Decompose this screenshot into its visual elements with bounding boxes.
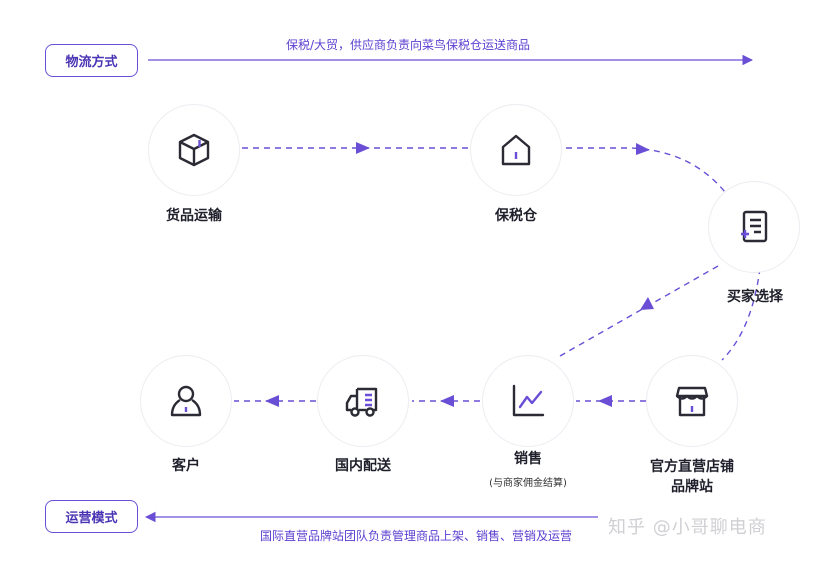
box-icon (178, 133, 210, 167)
bonded-warehouse-label: 保税仓 (495, 208, 537, 224)
truck-icon (345, 387, 378, 417)
arrowhead-store-sales (598, 395, 612, 407)
goods-transport-node (148, 104, 240, 196)
arrowhead-delivery-customer (265, 395, 279, 407)
domestic-delivery-label: 国内配送 (335, 458, 391, 474)
operation-caption: 国际直营品牌站团队负责管理商品上架、销售、营销及运营 (260, 529, 573, 543)
official-store-label-2: 品牌站 (671, 479, 713, 495)
arrowhead-bonded-buyer (636, 143, 650, 155)
buyer-choice-node (708, 181, 800, 273)
line-chart-icon (512, 384, 545, 417)
warehouse-icon (501, 134, 531, 166)
sales-sublabel: (与商家佣金结算) (489, 478, 567, 489)
user-icon (170, 385, 202, 417)
customer-label: 客户 (172, 458, 200, 474)
storefront-icon (675, 386, 709, 417)
logistics-mode-tag: 物流方式 (45, 44, 138, 77)
official-store-node (646, 355, 738, 447)
buyer-choice-label: 买家选择 (727, 289, 783, 305)
sales-node (482, 355, 574, 447)
bonded-warehouse-node (470, 104, 562, 196)
list-add-icon (741, 210, 768, 243)
connector-buyer-to-store (721, 267, 761, 361)
operation-mode-tag: 运营模式 (45, 500, 138, 533)
goods-transport-label: 货品运输 (166, 208, 222, 224)
logistics-caption: 保税/大贸，供应商负责向菜鸟保税仓运送商品 (286, 38, 531, 52)
arrowhead-buyer-sales (640, 297, 654, 310)
official-store-label-1: 官方直营店铺 (650, 459, 734, 475)
watermark-text: 知乎 @小哥聊电商 (608, 517, 767, 538)
connector-bonded-to-buyer (566, 147, 726, 193)
arrowhead-goods-bonded (356, 142, 370, 154)
sales-label: 销售 (514, 451, 542, 467)
customer-node (140, 355, 232, 447)
arrowhead-sales-delivery (440, 395, 454, 407)
connector-buyer-to-sales (559, 265, 719, 357)
domestic-delivery-node (317, 355, 409, 447)
